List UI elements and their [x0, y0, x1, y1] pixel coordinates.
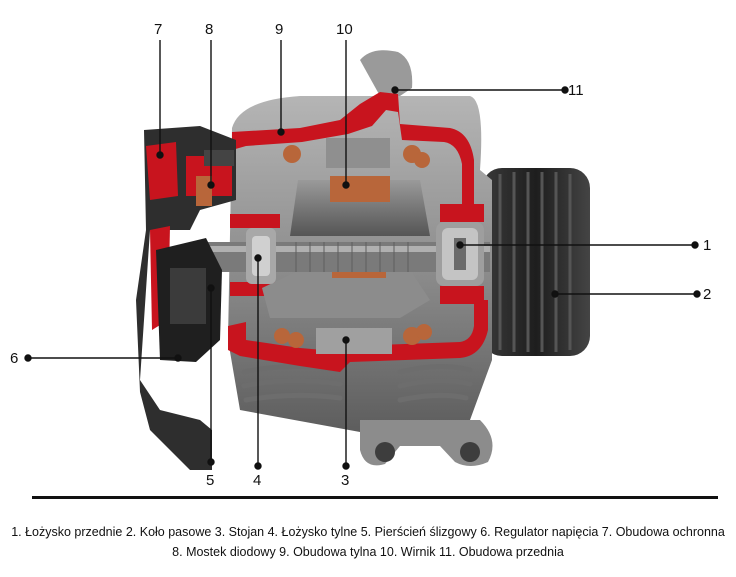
front-bearing: [436, 222, 484, 286]
callout-4: 4: [253, 472, 262, 489]
callout-1: 1: [703, 237, 712, 254]
callout-6: 6: [10, 350, 19, 367]
callout-3: 3: [341, 472, 350, 489]
leader-lines: [24, 40, 701, 470]
stator: [274, 138, 432, 354]
callout-10: 10: [336, 21, 353, 38]
housing-cut-section: [228, 92, 488, 372]
callout-5: 5: [206, 472, 215, 489]
alternator-diagram: 7 8 9 10 11 1 2 6 5 4 3: [10, 21, 712, 489]
callout-9: 9: [275, 21, 284, 38]
alternator-illustration: [24, 40, 701, 470]
divider-line: [32, 496, 718, 499]
rear-cover: [136, 126, 236, 470]
rotor: [262, 176, 430, 318]
legend-caption: 1. Łożysko przednie 2. Koło pasowe 3. St…: [11, 525, 725, 559]
callout-7: 7: [154, 21, 163, 38]
pulley: [482, 168, 590, 356]
callout-8: 8: [205, 21, 214, 38]
callout-11: 11: [568, 82, 584, 99]
callout-2: 2: [703, 286, 712, 303]
